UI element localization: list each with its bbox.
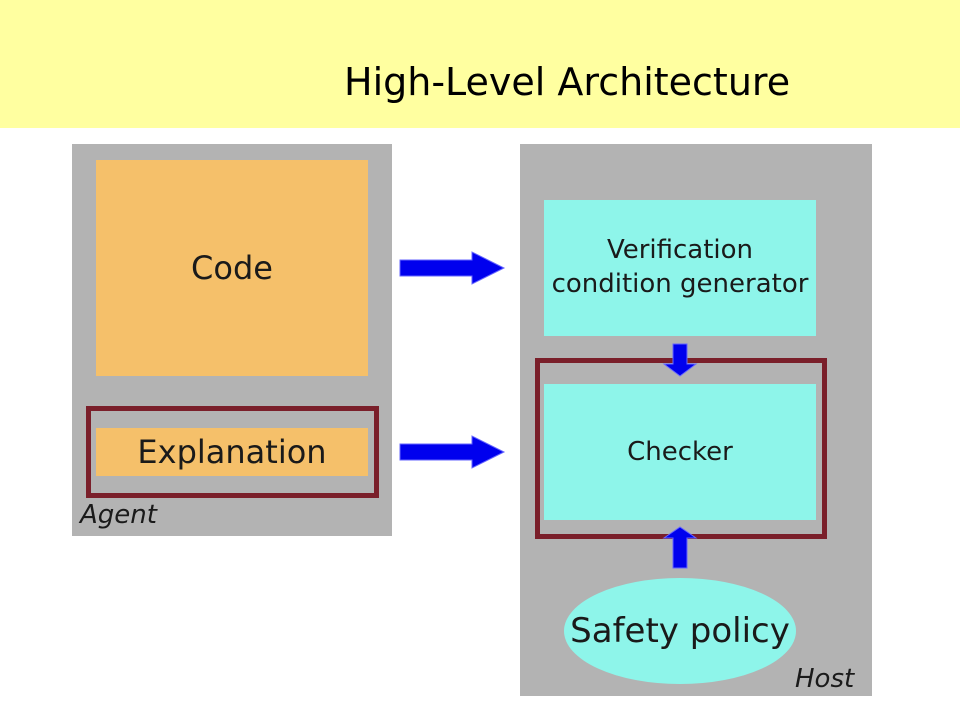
arrow-policy-to-checker <box>662 526 698 569</box>
arrow-code-to-vcg <box>399 251 506 285</box>
agent-label: Agent <box>80 500 157 530</box>
explanation-box: Explanation <box>96 428 368 476</box>
code-box: Code <box>96 160 368 376</box>
title-band <box>0 0 960 128</box>
checker-box: Checker <box>544 384 816 520</box>
verification-condition-generator-box: Verification condition generator <box>544 200 816 336</box>
arrow-vcg-to-checker <box>662 343 698 377</box>
host-label: Host <box>795 664 855 694</box>
safety-policy-ellipse: Safety policy <box>564 578 796 684</box>
page-title: High-Level Architecture <box>344 60 791 104</box>
arrow-explanation-to-checker <box>399 435 506 469</box>
explanation-highlight-frame <box>86 406 379 498</box>
